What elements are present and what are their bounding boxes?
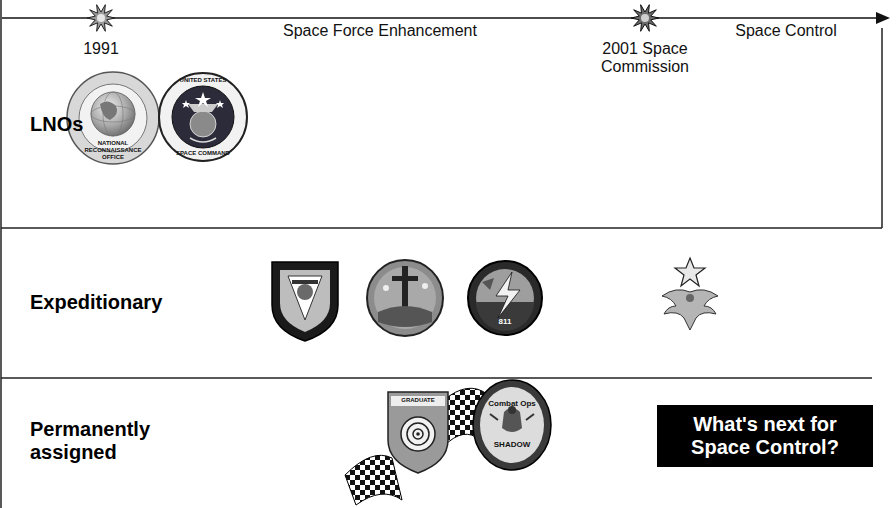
arrowhead [876, 12, 890, 24]
callout-box: What's next for Space Control? [657, 405, 873, 467]
row-label: Permanently assigned [30, 418, 150, 464]
year-label: 1991 [83, 40, 119, 58]
period-label: Space Control [735, 22, 836, 40]
burst-symbol [631, 5, 659, 32]
mission-patch [367, 260, 443, 336]
spacecom-patch [159, 73, 247, 161]
year-label: 2001 Space Commission [601, 40, 689, 76]
badge-text: GRADUATE [401, 397, 435, 404]
row-separator [1, 377, 872, 379]
combat-ops-patch [473, 380, 551, 470]
burst-symbol [87, 5, 115, 32]
row-label: Expeditionary [30, 291, 162, 314]
frame-line [0, 0, 2, 508]
badge-text: Combat Ops [488, 399, 536, 408]
callout-text: What's next for Space Control? [657, 413, 873, 459]
badge-text: NATIONAL RECONNAISSANCE OFFICE [80, 140, 146, 161]
period-label: Space Force Enhancement [283, 22, 477, 40]
row-separator [1, 227, 882, 229]
row-label: LNOs [30, 113, 83, 136]
timeline-arrow [2, 17, 878, 19]
badge-text: SPACE COMMAND [176, 150, 230, 157]
badge-text: SHADOW [494, 440, 530, 449]
frame-line [881, 28, 883, 228]
squadron-shield [272, 262, 338, 341]
badge-text: UNITED STATES [180, 77, 227, 84]
graduate-badge [345, 388, 487, 505]
badge-text: 811 [499, 317, 512, 326]
mission-patch [468, 261, 542, 335]
rank-insignia [662, 258, 718, 330]
